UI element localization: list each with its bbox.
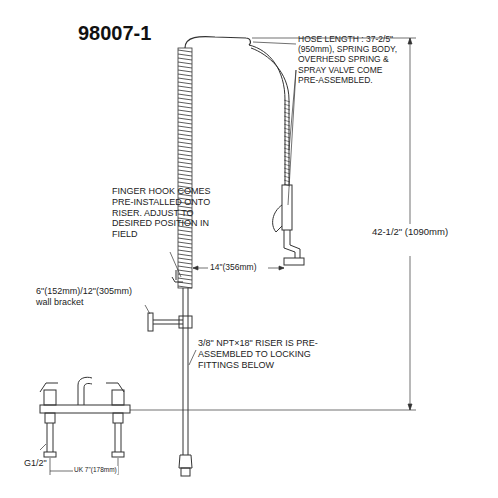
locking-fitting (179, 455, 192, 468)
center-dimension-label: UK 7"(178mm) (73, 466, 118, 474)
hose-coil (284, 132, 290, 134)
hose-coil (284, 152, 290, 154)
coil-stroke (178, 50, 192, 52)
spring-body (178, 48, 192, 288)
coil-stroke (178, 178, 192, 180)
inlet-thread-label: G1/2" (24, 458, 47, 469)
coil-stroke (178, 238, 192, 240)
coil-stroke (178, 242, 192, 244)
bracket-clamp (179, 316, 192, 328)
coil-stroke (178, 102, 192, 104)
coil-stroke (178, 66, 192, 68)
hose-coil (284, 160, 290, 162)
coil-stroke (178, 70, 192, 72)
coil-stroke (178, 154, 192, 156)
coil-stroke (178, 258, 192, 260)
model-number: 98007-1 (78, 22, 151, 45)
coil-stroke (178, 126, 192, 128)
spring-coils (178, 50, 192, 288)
hose-coil (284, 168, 290, 170)
riser-note: 3/8" NPT×18" RISER IS PRE-ASSEMBLED TO L… (198, 338, 333, 370)
coil-stroke (178, 74, 192, 76)
leader-line (40, 42, 296, 450)
coil-stroke (178, 146, 192, 148)
hose-coil (284, 156, 290, 158)
hose-coil (284, 140, 290, 142)
coil-stroke (178, 86, 192, 88)
coil-stroke (178, 250, 192, 252)
reach-dimension-label: 14"(356mm) (209, 262, 257, 272)
coil-stroke (178, 286, 192, 288)
coil-stroke (178, 54, 192, 56)
overhead-top (185, 37, 250, 48)
finger-hook-note: FINGER HOOK COMES PRE-INSTALLED ONTO RIS… (112, 186, 222, 240)
coil-stroke (178, 166, 192, 168)
spray-outlet (284, 230, 300, 258)
coil-stroke (178, 130, 192, 132)
hose-coil (284, 164, 290, 166)
coil-stroke (178, 234, 192, 236)
hose-coil (284, 124, 290, 126)
hose (251, 48, 289, 185)
coil-stroke (178, 230, 192, 232)
coil-stroke (178, 266, 192, 268)
coil-stroke (178, 82, 192, 84)
locking-fitting (181, 468, 190, 476)
coil-stroke (178, 118, 192, 120)
hose-spring (284, 100, 290, 186)
hose-coil (284, 108, 290, 110)
deck-faucet (40, 377, 130, 457)
coil-stroke (178, 122, 192, 124)
spray-handle (273, 205, 282, 232)
finger-hook (172, 270, 183, 282)
coil-stroke (178, 134, 192, 136)
coil-stroke (178, 270, 192, 272)
hose-note: HOSE LENGTH : 37-2/5"(950mm), SPRING BOD… (298, 34, 402, 85)
coil-stroke (178, 78, 192, 80)
spray-valve (282, 185, 292, 230)
hose-coil (284, 128, 290, 130)
hose-coil (284, 120, 290, 122)
coil-stroke (178, 262, 192, 264)
hose-coil (284, 116, 290, 118)
coil-stroke (178, 182, 192, 184)
hose-coil (284, 176, 290, 178)
bracket-note: 6"(152mm)/12"(305mm) wall bracket (36, 286, 148, 308)
wall-plate (148, 313, 153, 331)
coil-stroke (178, 94, 192, 96)
height-dimension-label: 42-1/2" (1090mm) (369, 226, 451, 237)
coil-stroke (178, 158, 192, 160)
coil-stroke (178, 114, 192, 116)
coil-stroke (178, 254, 192, 256)
hose-coil (284, 104, 290, 106)
coil-stroke (178, 110, 192, 112)
coil-stroke (178, 150, 192, 152)
coil-stroke (178, 170, 192, 172)
coil-stroke (178, 174, 192, 176)
coil-stroke (178, 246, 192, 248)
coil-stroke (178, 98, 192, 100)
coil-stroke (178, 90, 192, 92)
hose (249, 45, 285, 185)
spray-head (284, 258, 304, 265)
coil-stroke (178, 278, 192, 280)
riser (183, 288, 184, 455)
coil-stroke (178, 106, 192, 108)
coil-stroke (178, 138, 192, 140)
riser (188, 288, 189, 455)
hose-coil (284, 172, 290, 174)
hose-coil (284, 112, 290, 114)
hose-coil (284, 136, 290, 138)
coil-stroke (178, 142, 192, 144)
width-dimension (50, 458, 118, 475)
coil-stroke (178, 58, 192, 60)
hose-coil (284, 100, 290, 102)
coil-stroke (178, 162, 192, 164)
coil-stroke (178, 62, 192, 64)
